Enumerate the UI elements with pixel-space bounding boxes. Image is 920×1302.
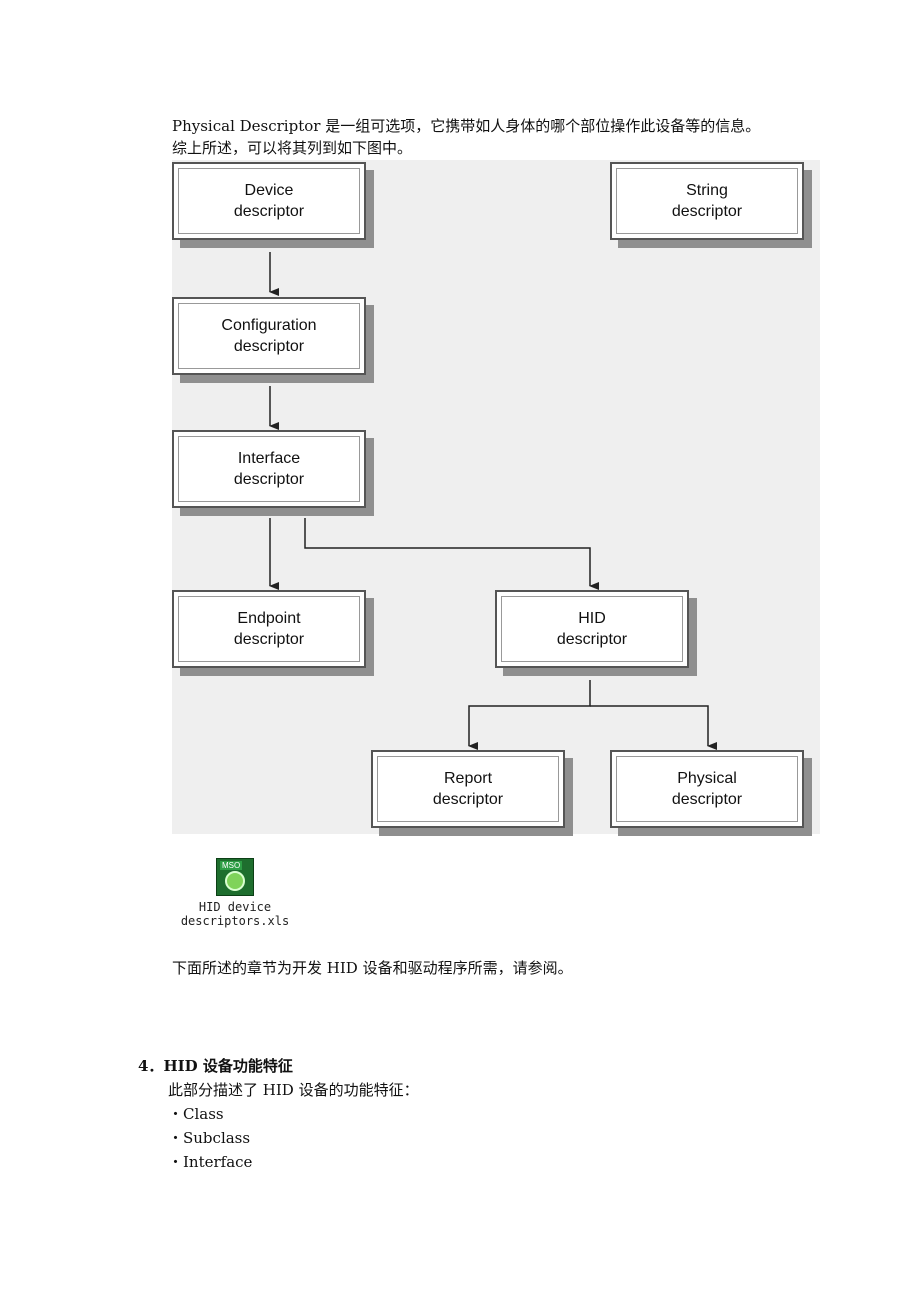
box-label: descriptor: [233, 471, 305, 488]
list-item: ・Interface: [168, 1153, 253, 1171]
box-label: Device: [244, 182, 294, 199]
list-item: ・Class: [168, 1105, 224, 1123]
intro-line-1: Physical Descriptor 是一组可选项，它携带如人身体的哪个部位操…: [172, 117, 761, 135]
box-label: descriptor: [233, 338, 305, 355]
device-descriptor-box: Device descriptor: [172, 162, 366, 240]
configuration-descriptor-box: Configuration descriptor: [172, 297, 366, 375]
endpoint-descriptor-box: Endpoint descriptor: [172, 590, 366, 668]
attachment-caption-line-1: HID device: [198, 900, 272, 914]
box-label: descriptor: [432, 791, 504, 808]
intro-line-2: 综上所述，可以将其列到如下图中。: [172, 139, 413, 157]
box-label: descriptor: [671, 203, 743, 220]
excel-file-icon[interactable]: MSO: [216, 858, 254, 896]
box-label: Physical: [677, 770, 737, 787]
arrow-interface-to-hid: [304, 518, 599, 590]
after-diagram-text: 下面所述的章节为开发 HID 设备和驱动程序所需，请参阅。: [172, 959, 573, 977]
attachment-caption-line-2: descriptors.xls: [180, 914, 290, 928]
box-label: descriptor: [671, 791, 743, 808]
descriptor-hierarchy-diagram: Device descriptor String descriptor Config…: [172, 160, 820, 834]
box-label: Endpoint: [237, 610, 301, 627]
report-descriptor-box: Report descriptor: [371, 750, 565, 828]
attachment-hid-descriptors-xls[interactable]: MSO HID device descriptors.xls: [180, 858, 290, 928]
box-label: descriptor: [556, 631, 628, 648]
box-label: Report: [443, 770, 493, 787]
box-label: descriptor: [233, 631, 305, 648]
section-heading: 4．HID 设备功能特征: [138, 1056, 293, 1076]
box-label: descriptor: [233, 203, 305, 220]
section-intro: 此部分描述了 HID 设备的功能特征：: [168, 1081, 419, 1099]
box-label: Configuration: [221, 317, 317, 334]
connector-lines: [269, 252, 717, 750]
box-label: String: [686, 182, 728, 199]
list-item: ・Subclass: [168, 1129, 251, 1147]
arrow-hid-to-physical: [590, 705, 717, 750]
hid-descriptor-box: HID descriptor: [495, 590, 689, 668]
excel-glyph: [225, 871, 245, 891]
box-label: HID: [578, 610, 606, 627]
interface-descriptor-box: Interface descriptor: [172, 430, 366, 508]
icon-badge: MSO: [220, 861, 243, 870]
section-number: 4．: [138, 1057, 164, 1075]
section-title: HID 设备功能特征: [163, 1057, 293, 1075]
box-label: Interface: [237, 450, 301, 467]
string-descriptor-box: String descriptor: [610, 162, 804, 240]
physical-descriptor-box: Physical descriptor: [610, 750, 804, 828]
arrow-hid-to-report: [468, 680, 591, 750]
